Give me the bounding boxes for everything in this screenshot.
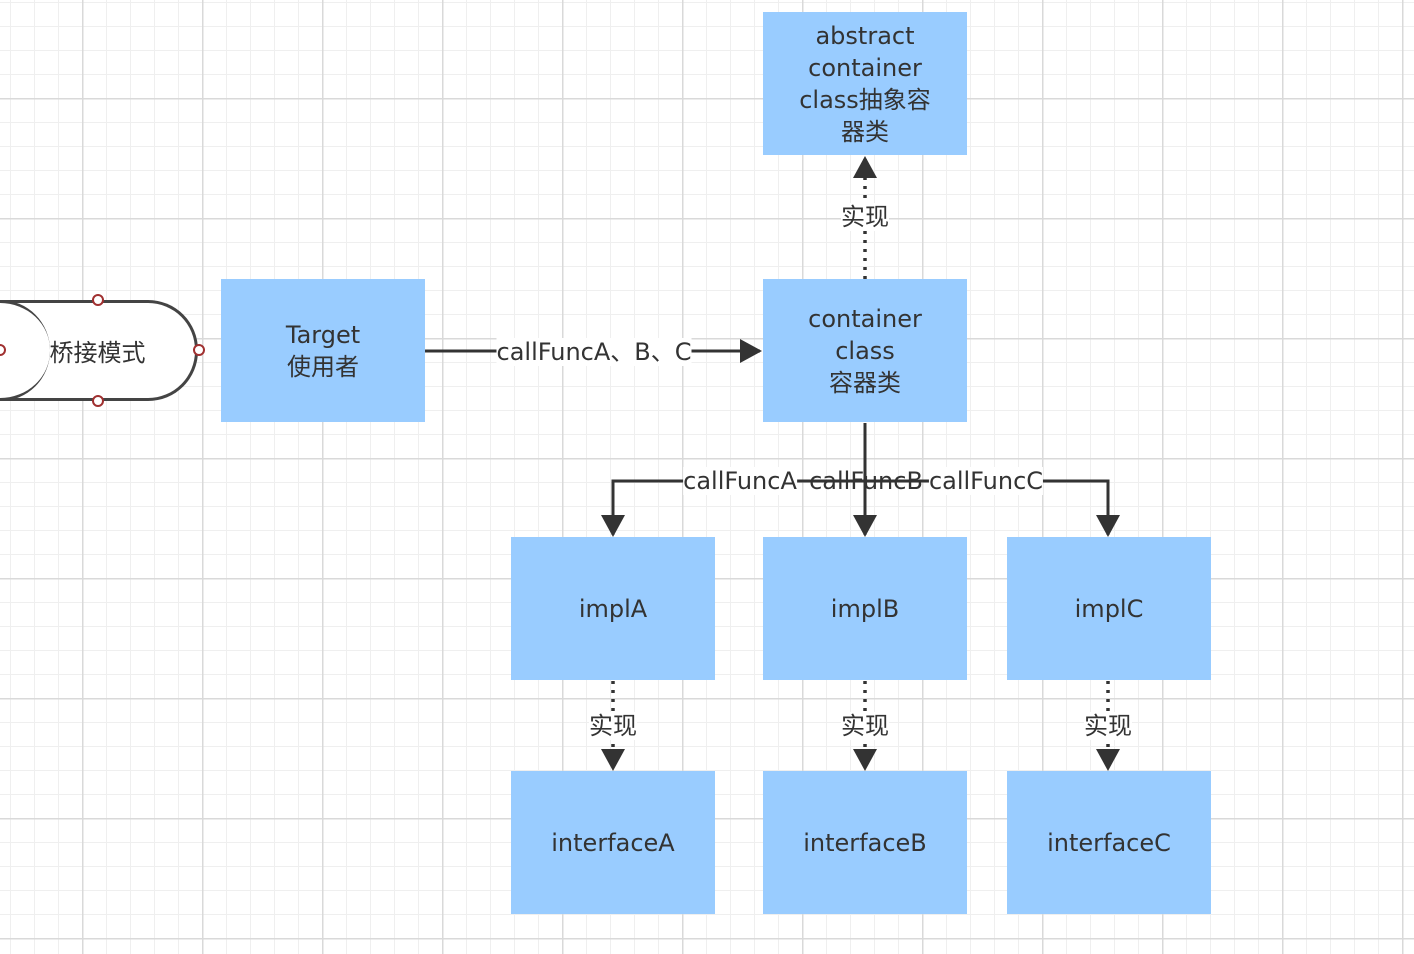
node-interfaceB[interactable]: interfaceB: [763, 771, 967, 914]
node-abstract-line: abstract: [815, 21, 915, 50]
node-interfaceC[interactable]: interfaceC: [1007, 771, 1211, 914]
node-container-line: class: [835, 336, 895, 365]
port-right[interactable]: [193, 344, 205, 356]
node-abstract-container[interactable]: abstract container class抽象容 器类: [763, 12, 967, 155]
node-abstract-line: 器类: [840, 117, 889, 146]
node-target[interactable]: Target 使用者: [221, 279, 425, 422]
port-bottom[interactable]: [92, 395, 104, 407]
edge-label-container-to-implC: callFuncC: [928, 467, 1044, 495]
node-target-line: Target: [285, 320, 361, 349]
edge-label-container-to-implB: callFuncB: [809, 467, 923, 495]
node-container-line: container: [808, 304, 922, 333]
node-container-line: 容器类: [829, 368, 901, 397]
node-implA-label: implA: [578, 594, 648, 623]
node-target-line: 使用者: [287, 352, 359, 381]
edge-label-implC-to-interfaceC: 实现: [1084, 712, 1132, 740]
edge-label-target-to-container: callFuncA、B、C: [496, 338, 692, 366]
terminal-label: 桥接模式: [49, 339, 146, 367]
node-abstract-line: class抽象容: [799, 85, 931, 114]
edge-label-container-to-abstract: 实现: [841, 203, 889, 231]
node-container[interactable]: container class 容器类: [763, 279, 967, 422]
port-left[interactable]: [0, 344, 6, 356]
node-interfaceC-label: interfaceC: [1047, 828, 1171, 857]
node-implC-label: implC: [1074, 594, 1144, 623]
node-abstract-line: container: [808, 53, 922, 82]
node-implC[interactable]: implC: [1007, 537, 1211, 680]
edge-label-implB-to-interfaceB: 实现: [841, 712, 889, 740]
node-implB-label: implB: [830, 594, 900, 623]
port-top[interactable]: [92, 294, 104, 306]
edge-label-container-to-implA: callFuncA: [683, 467, 797, 495]
edge-label-implA-to-interfaceA: 实现: [589, 712, 637, 740]
node-implA[interactable]: implA: [511, 537, 715, 680]
node-interfaceA[interactable]: interfaceA: [511, 771, 715, 914]
node-interfaceA-label: interfaceA: [551, 828, 675, 857]
node-interfaceB-label: interfaceB: [803, 828, 927, 857]
node-implB[interactable]: implB: [763, 537, 967, 680]
